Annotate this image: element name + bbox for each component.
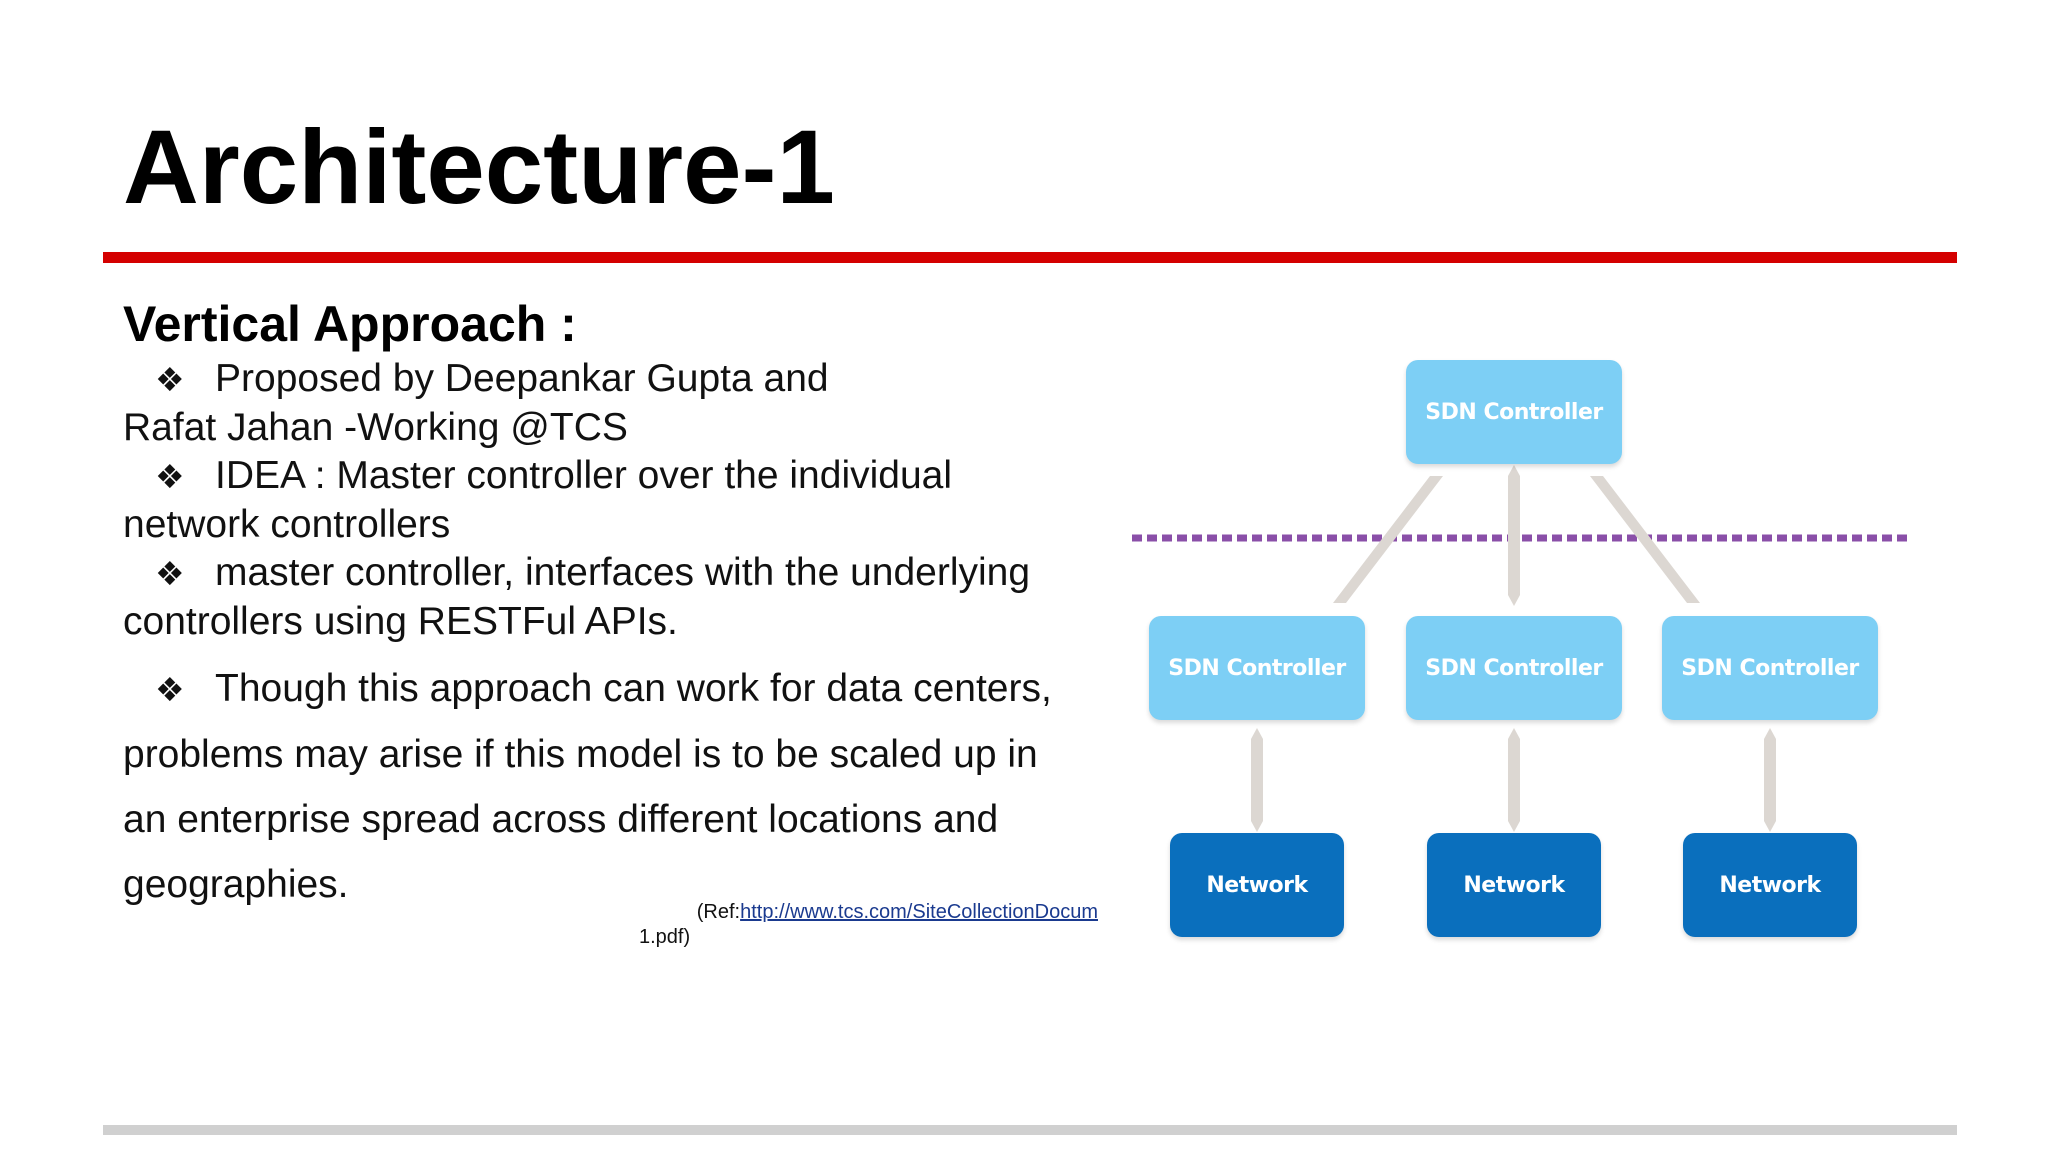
diamond-bullet-icon: ❖: [155, 457, 185, 496]
connector-arrow-right: [1590, 476, 1700, 603]
bullet-scaling-problems: ❖ Though this approach can work for data …: [123, 656, 1123, 917]
reference-link[interactable]: http://www.tcs.com/SiteCollectionDocum: [740, 901, 1098, 923]
bullet-text: master controller, interfaces with the u…: [215, 551, 1031, 594]
network-node-2: Network: [1427, 833, 1601, 937]
slide-title: Architecture-1: [123, 109, 835, 226]
bullet-text-cont: geographies.: [123, 863, 349, 906]
bullet-text-cont: Rafat Jahan -Working @TCS: [123, 406, 628, 449]
sdn-hierarchy-diagram: SDN Controller SDN Controller SDN Contro…: [1130, 340, 1930, 960]
bullet-text: Proposed by Deepankar Gupta and: [215, 357, 829, 400]
reference-prefix: (Ref:: [696, 901, 741, 923]
reference-continuation: 1.pdf): [639, 926, 691, 948]
connector-arrow-network-2: [1508, 728, 1520, 832]
connector-arrow-network-3: [1764, 728, 1776, 832]
diagram-connectors: [1132, 465, 1908, 832]
bullet-text-cont: network controllers: [123, 503, 451, 546]
bullet-text-cont: problems may arise if this model is to b…: [123, 733, 1038, 776]
bullet-proposed-by: ❖ Proposed by Deepankar Gupta and Rafat J…: [123, 355, 1123, 452]
connector-arrow-network-1: [1251, 728, 1263, 832]
master-sdn-controller-node: SDN Controller: [1406, 360, 1622, 464]
footer-rule: [103, 1125, 1957, 1135]
bullet-idea: ❖ IDEA : Master controller over the indiv…: [123, 452, 1123, 549]
sdn-controller-node-2: SDN Controller: [1406, 616, 1622, 720]
bullet-text-cont: controllers using RESTFul APIs.: [123, 600, 678, 643]
bullet-master-controller: ❖ master controller, interfaces with the …: [123, 549, 1123, 646]
diamond-bullet-icon: ❖: [155, 670, 185, 709]
bullet-text: Though this approach can work for data c…: [215, 667, 1052, 710]
network-node-3: Network: [1683, 833, 1857, 937]
bullet-text-cont: an enterprise spread across different lo…: [123, 798, 999, 841]
sdn-controller-node-3: SDN Controller: [1662, 616, 1878, 720]
diamond-bullet-icon: ❖: [155, 360, 185, 399]
bullet-text: IDEA : Master controller over the indivi…: [215, 454, 953, 497]
connector-arrow-left: [1333, 476, 1443, 603]
slide-body: Vertical Approach : ❖ Proposed by Deepank…: [123, 293, 1123, 917]
sdn-controller-node-1: SDN Controller: [1149, 616, 1365, 720]
connector-arrow-center: [1508, 465, 1520, 606]
network-node-1: Network: [1170, 833, 1344, 937]
title-underline: [103, 252, 1957, 263]
diamond-bullet-icon: ❖: [155, 554, 185, 593]
section-heading: Vertical Approach :: [123, 296, 577, 352]
reference-citation: (Ref:http://www.tcs.com/SiteCollectionDo…: [123, 900, 1098, 924]
